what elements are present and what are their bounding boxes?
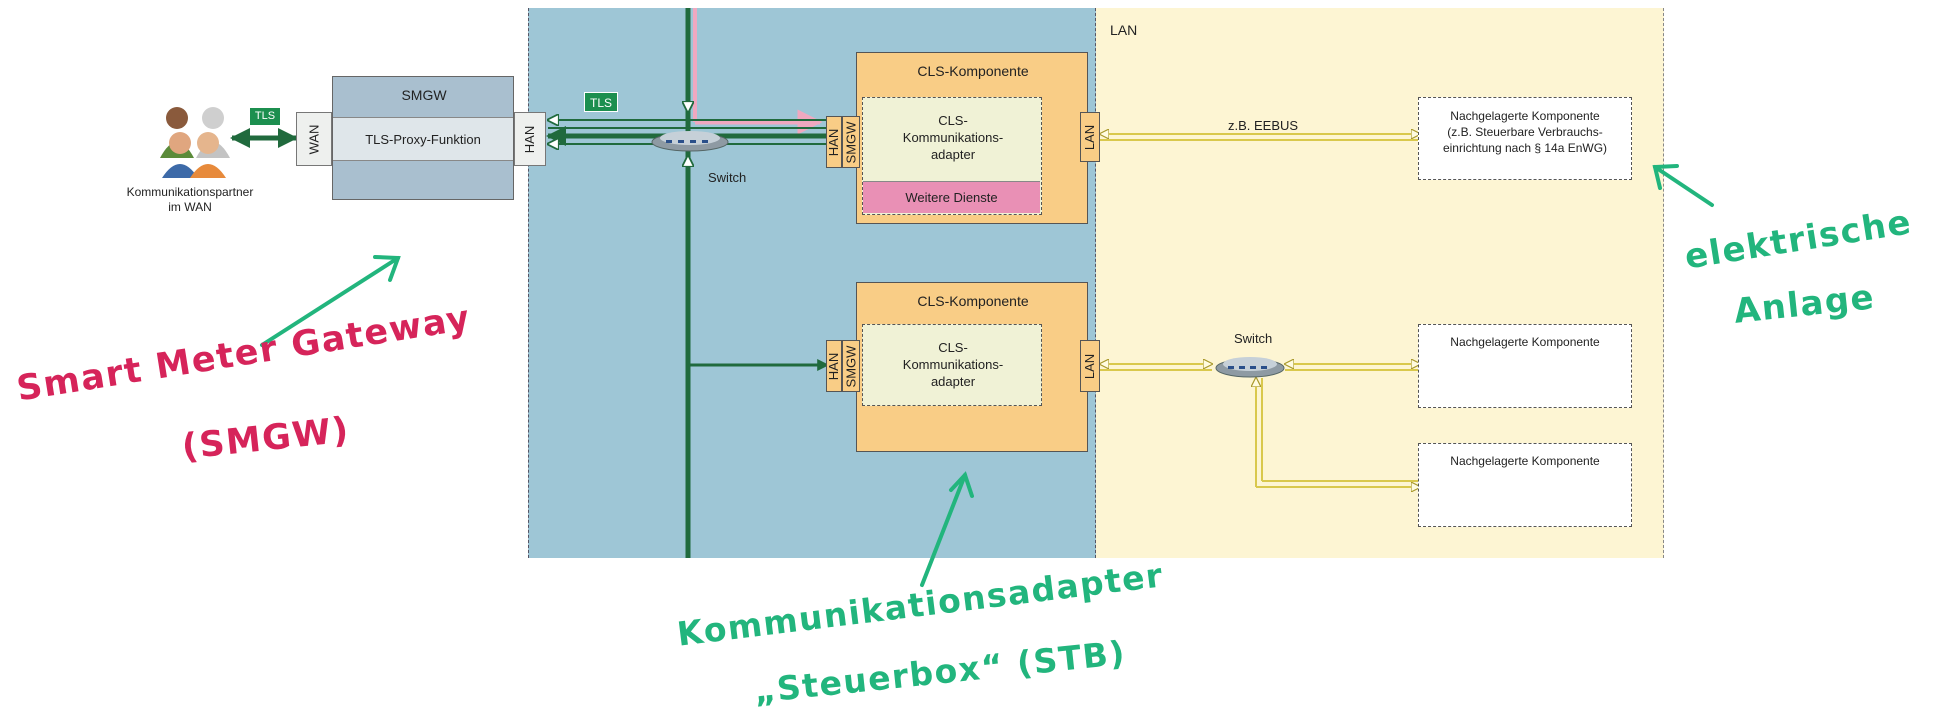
switch-top-icon: [648, 124, 732, 154]
cls2-adapter-label: CLS- Kommunikations- adapter: [902, 340, 1004, 389]
cls2-han-port: HAN: [826, 340, 842, 392]
cls1-adapter-frame: CLS- Kommunikations- adapter Weitere Die…: [862, 97, 1042, 215]
tls-badge-left: TLS: [250, 108, 280, 125]
downstream-component-3: Nachgelagerte Komponente: [1418, 443, 1632, 527]
cls2-lan-port: LAN: [1080, 340, 1100, 392]
cls1-smgw-port: SMGW: [842, 116, 860, 168]
annotation-arrow-stb: [920, 471, 974, 587]
smgw-title: SMGW: [401, 87, 447, 103]
cls1-adapter-label: CLS- Kommunikations- adapter: [902, 113, 1004, 162]
downstream-component-1: Nachgelagerte Komponente (z.B. Steuerbar…: [1418, 97, 1632, 180]
wan-port: WAN: [296, 112, 332, 166]
cls-component-1-title: CLS-Komponente: [917, 63, 1029, 79]
cls1-lan-port: LAN: [1080, 112, 1100, 162]
lan-zone-label: LAN: [1110, 22, 1138, 38]
tls-badge-mid: TLS: [584, 92, 618, 112]
switch-bottom-label: Switch: [1234, 331, 1273, 346]
switch-bottom-icon: [1212, 352, 1288, 382]
han-port-smgw: HAN: [514, 112, 546, 166]
switch-top-label: Switch: [708, 170, 747, 185]
cls2-smgw-port: SMGW: [842, 340, 860, 392]
tls-proxy-function: TLS-Proxy-Funktion: [333, 117, 513, 161]
eebus-label: z.B. EEBUS: [1228, 118, 1299, 133]
cls2-adapter-frame: CLS- Kommunikations- adapter: [862, 324, 1042, 406]
annotation-arrow-smgw: [260, 255, 401, 347]
smgw-box: SMGW TLS-Proxy-Funktion: [332, 76, 514, 200]
cls1-han-port: HAN: [826, 116, 842, 168]
annotation-arrow-anlage: [1652, 164, 1714, 207]
downstream-component-2: Nachgelagerte Komponente: [1418, 324, 1632, 408]
cls-component-2-title: CLS-Komponente: [917, 293, 1029, 309]
people-group-icon: [150, 98, 235, 178]
weitere-dienste: Weitere Dienste: [863, 181, 1040, 213]
wan-partner-label: Kommunikationspartner im WAN: [126, 185, 254, 214]
